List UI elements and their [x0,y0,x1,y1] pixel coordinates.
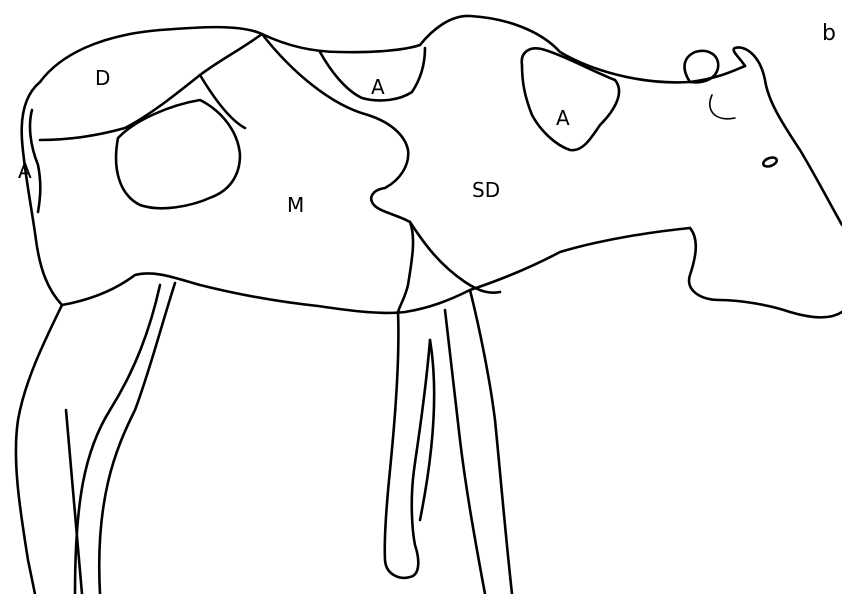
region-a-shoulder-boundary [522,48,619,150]
ear [685,51,719,83]
region-m-patch [116,100,240,208]
region-a-shoulder-label: A [556,106,570,130]
region-m-label: M [287,193,304,217]
head-top [734,47,842,225]
front-leg-front-inner [445,310,485,594]
body-outline [40,16,745,82]
eye [762,156,778,168]
jaw-line [710,95,735,119]
rear-outline [22,82,62,305]
region-a-back-label: A [371,75,385,99]
rear-leg-left [16,305,62,594]
region-d-label: D [95,66,110,90]
panel-letter: b [822,21,836,46]
region-m-sd-boundary [262,34,413,312]
region-sd-label: SD [472,178,500,202]
front-leg-back [385,312,430,578]
rear-leg-left-inner [75,285,160,594]
region-sd-bottom [410,222,500,293]
rear-leg-right [99,283,175,594]
head-outline [689,228,842,317]
region-a-rump-label: A [18,159,32,183]
region-dm-line [200,75,245,128]
